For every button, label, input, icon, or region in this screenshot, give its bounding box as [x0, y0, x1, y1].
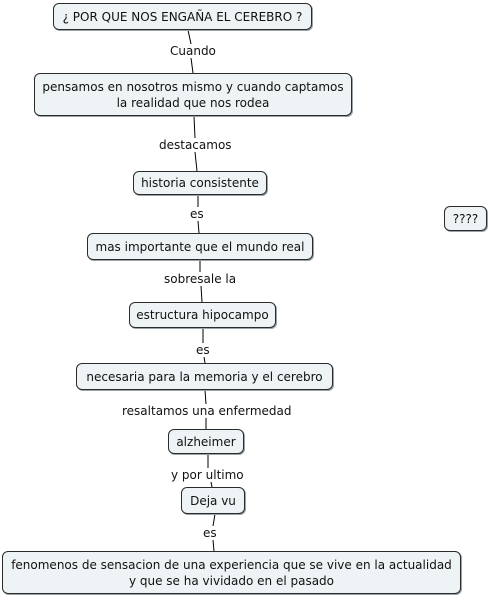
concept-necesaria[interactable]: necesaria para la memoria y el cerebro — [76, 363, 333, 390]
concept-historia-consistente[interactable]: historia consistente — [133, 171, 267, 195]
connector-dejavu-to-es — [212, 513, 216, 527]
link-label-resaltamos: resaltamos una enfermedad — [121, 404, 293, 418]
connector-es-to-importante — [197, 220, 200, 234]
link-label-es-3: es — [202, 526, 218, 540]
concept-deja-vu[interactable]: Deja vu — [181, 487, 245, 514]
connector-root-to-cuando — [187, 29, 192, 45]
link-label-cuando: Cuando — [169, 44, 217, 58]
connector-es-to-necesaria — [203, 356, 206, 364]
concept-unknown[interactable]: ???? — [444, 206, 487, 231]
connector-cuando-to-pensamos — [190, 57, 194, 74]
concept-fenomenos[interactable]: fenomenos de sensacion de una experienci… — [2, 551, 461, 594]
link-label-por-ultimo: y por ultimo — [170, 468, 245, 482]
link-label-es-2: es — [195, 343, 211, 357]
concept-pensamos[interactable]: pensamos en nosotros mismo y cuando capt… — [34, 73, 352, 116]
concept-alzheimer[interactable]: alzheimer — [168, 429, 244, 454]
connector-es-to-fenomenos — [212, 539, 215, 552]
concept-root-question[interactable]: ¿ POR QUE NOS ENGAÑA EL CEREBRO ? — [53, 3, 312, 30]
link-label-sobresale: sobresale la — [163, 272, 238, 286]
connector-pensamos-to-destacamos — [193, 115, 196, 139]
connector-destacamos-to-historia — [194, 151, 198, 172]
link-label-destacamos: destacamos — [158, 138, 233, 152]
connector-necesaria-to-resaltamos — [204, 389, 207, 405]
concept-mas-importante[interactable]: mas importante que el mundo real — [87, 233, 313, 260]
link-label-es-1: es — [189, 207, 205, 221]
connector-por-ultimo-to-dejavu — [210, 481, 213, 488]
concept-estructura-hipocampo[interactable]: estructura hipocampo — [129, 302, 276, 328]
connector-sobresale-to-estructura — [200, 285, 203, 303]
